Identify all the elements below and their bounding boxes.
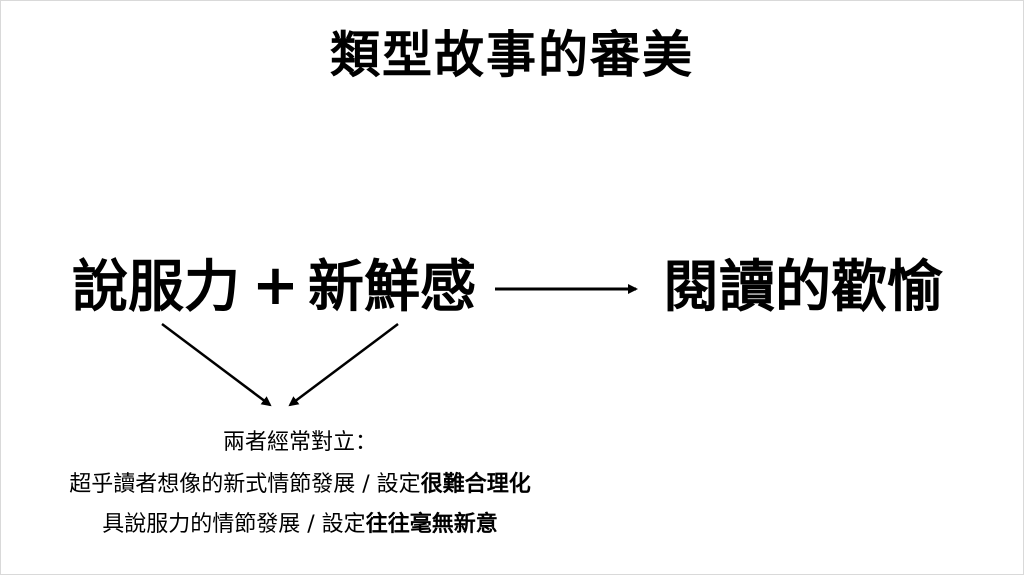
note-persuasiveness-emphasis: 往往毫無新意 [365, 512, 498, 537]
note-persuasiveness-text: 具說服力的情節發展 / 設定 [102, 512, 366, 537]
plus-sign: + [252, 253, 299, 318]
term-reading-pleasure: 閱讀的歡愉 [663, 255, 943, 320]
slide-title: 類型故事的審美 [330, 26, 694, 84]
note-conflict-heading: 兩者經常對立： [222, 430, 377, 455]
note-novelty-text: 超乎讀者想像的新式情節發展 / 設定 [69, 472, 421, 497]
note-persuasiveness-line: 具說服力的情節發展 / 設定往往毫無新意 [0, 514, 600, 536]
term-persuasiveness: 說服力 [72, 255, 240, 320]
note-novelty-line: 超乎讀者想像的新式情節發展 / 設定很難合理化 [0, 474, 600, 496]
note-novelty-emphasis: 很難合理化 [420, 472, 531, 497]
term-novelty: 新鮮感 [308, 255, 476, 320]
